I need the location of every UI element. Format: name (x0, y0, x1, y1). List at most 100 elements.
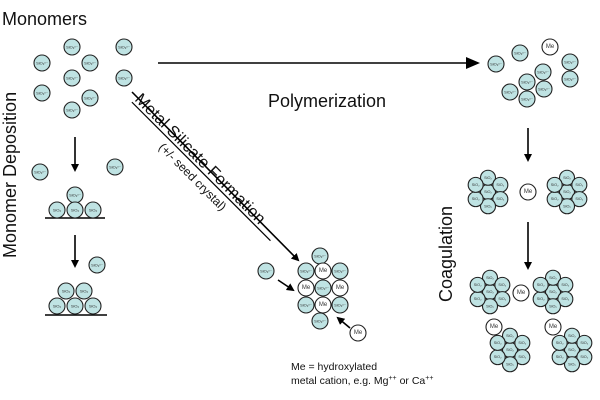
aggregate-left-petal: SiO₂ (467, 176, 484, 193)
silicate-monomer: SiO₃ⁿ⁻ (31, 163, 49, 181)
aggregate-left-petal: SiO₂ (479, 169, 497, 186)
particle-label: SiO₂ (484, 176, 492, 180)
aggregate-left-petal: SiO₂ (492, 191, 509, 208)
particle-circle (349, 324, 367, 342)
silicate-monomer: SiO₃ⁿ⁻ (518, 90, 536, 108)
silicate-monomer: SiO₃ⁿ⁻ (88, 256, 106, 274)
silica-particle: SiO₂ (48, 201, 66, 219)
silicate-monomer: SiO₃ⁿ⁻ (81, 89, 99, 107)
particle-label: SiO₃ⁿ⁻ (66, 108, 78, 113)
particle-label: Me (354, 330, 363, 336)
metal-cation: Me (541, 38, 559, 56)
particle-circle (532, 276, 549, 293)
aggregate-left-petal: SiO₂ (467, 191, 484, 208)
silicate-monomer: SiO₃ⁿ⁻ (63, 101, 81, 119)
metal-in-arrow (336, 316, 351, 329)
particle-label: SiO₂ (62, 289, 71, 294)
aggregate-b-petal: SiO₂ (544, 269, 562, 286)
particle-circle (57, 282, 75, 300)
particle-circle (479, 169, 497, 186)
particle-label: SiO₂ (580, 341, 588, 345)
aggregate-right-petal: SiO₂ (546, 191, 563, 208)
particle-label: SiO₂ (484, 190, 492, 194)
particle-circle (481, 298, 499, 315)
particle-label: SiO₃ⁿ⁻ (314, 254, 326, 259)
particle-label: Me (517, 290, 526, 296)
silicate-monomer: SiO₃ⁿ⁻ (511, 44, 529, 62)
particle-label: Me (546, 44, 555, 50)
metal-cation: Me (544, 318, 562, 336)
particle-label: SiO₂ (89, 304, 98, 309)
metal-silicate-formation-group: Metal Silicate Formation (131, 90, 271, 242)
aggregate-right-petal: SiO₂ (571, 191, 588, 208)
particle-label: SiO₂ (494, 341, 502, 345)
aggregate-a-petal: SiO₂ (481, 269, 499, 286)
particle-label: SiO₂ (53, 208, 62, 213)
particle-circle (81, 54, 99, 72)
particle-label: SiO₂ (551, 183, 559, 187)
aggregate-a-petal: SiO₂ (494, 291, 511, 308)
aggregate-a-petal: SiO₂ (469, 276, 486, 293)
silica-particle: SiO₂ (66, 297, 84, 315)
particle-label: SiO₃ⁿ⁻ (521, 80, 533, 85)
silicate-monomer: SiO₃ⁿ⁻ (115, 69, 133, 87)
metal-cation: Me (349, 324, 367, 342)
silicate-monomer: SiO₃ⁿ⁻ (487, 55, 505, 73)
particle-circle (487, 55, 505, 73)
particle-circle (501, 327, 519, 344)
particle-label: SiO₃ⁿ⁻ (504, 90, 516, 95)
particle-label: SiO₃ⁿ⁻ (66, 45, 78, 50)
particle-label: SiO₂ (506, 362, 514, 366)
silicate-monomer: SiO₃ⁿ⁻ (331, 296, 349, 314)
particle-circle (512, 284, 530, 302)
particle-circle (489, 334, 506, 351)
aggregate-a-petal: SiO₂ (469, 291, 486, 308)
particle-label: SiO₃ⁿ⁻ (84, 96, 96, 101)
particle-label: SiO₂ (563, 190, 571, 194)
particle-circle (257, 262, 275, 280)
particle-circle (558, 198, 576, 215)
particle-circle (535, 80, 553, 98)
particle-circle (519, 183, 537, 201)
particle-label: SiO₂ (474, 283, 482, 287)
particle-label: SiO₂ (575, 183, 583, 187)
particle-circle (514, 349, 531, 366)
particle-circle (88, 256, 106, 274)
particle-label: Me (336, 285, 345, 291)
particle-label: SiO₃ⁿ⁻ (314, 319, 326, 324)
particle-label: SiO₂ (549, 304, 557, 308)
metal-cation: Me (512, 284, 530, 302)
particle-circle (511, 44, 529, 62)
particle-label: SiO₂ (556, 355, 564, 359)
particle-circle (66, 297, 84, 315)
particle-circle (551, 334, 568, 351)
particle-circle (558, 169, 576, 186)
particle-label: SiO₃ⁿ⁻ (334, 303, 346, 308)
silicate-monomer: SiO₃ⁿ⁻ (535, 80, 553, 98)
particle-label: SiO₂ (486, 276, 494, 280)
aggregate-b-petal: SiO₂ (532, 276, 549, 293)
particle-circle (297, 296, 315, 314)
particle-label: SiO₂ (537, 297, 545, 301)
aggregate-d-petal: SiO₂ (551, 349, 568, 366)
silicate-monomer: SiO₃ⁿ⁻ (33, 84, 51, 102)
silicate-monomer: SiO₃ⁿ⁻ (106, 158, 124, 176)
silicate-monomer: SiO₃ⁿ⁻ (314, 279, 332, 297)
particle-circle (66, 201, 84, 219)
particle-circle (518, 90, 536, 108)
particle-label: SiO₂ (80, 289, 89, 294)
legend-line-2: metal cation, e.g. Mg++ or Ca++ (291, 375, 433, 387)
silicate-monomer: SiO₃ⁿ⁻ (501, 83, 519, 101)
particle-label: SiO₃ⁿ⁻ (118, 45, 130, 50)
particle-label: SiO₂ (474, 297, 482, 301)
metal-silicate-arrow (131, 91, 300, 262)
particle-label: Me (549, 324, 558, 330)
silicate-monomer: SiO₃ⁿ⁻ (115, 38, 133, 56)
particle-label: SiO₃ⁿ⁻ (334, 269, 346, 274)
particle-circle (467, 176, 484, 193)
particle-circle (544, 298, 562, 315)
particle-circle (63, 38, 81, 56)
aggregate-right-petal: SiO₂ (571, 176, 588, 193)
particle-label: SiO₂ (498, 297, 506, 301)
